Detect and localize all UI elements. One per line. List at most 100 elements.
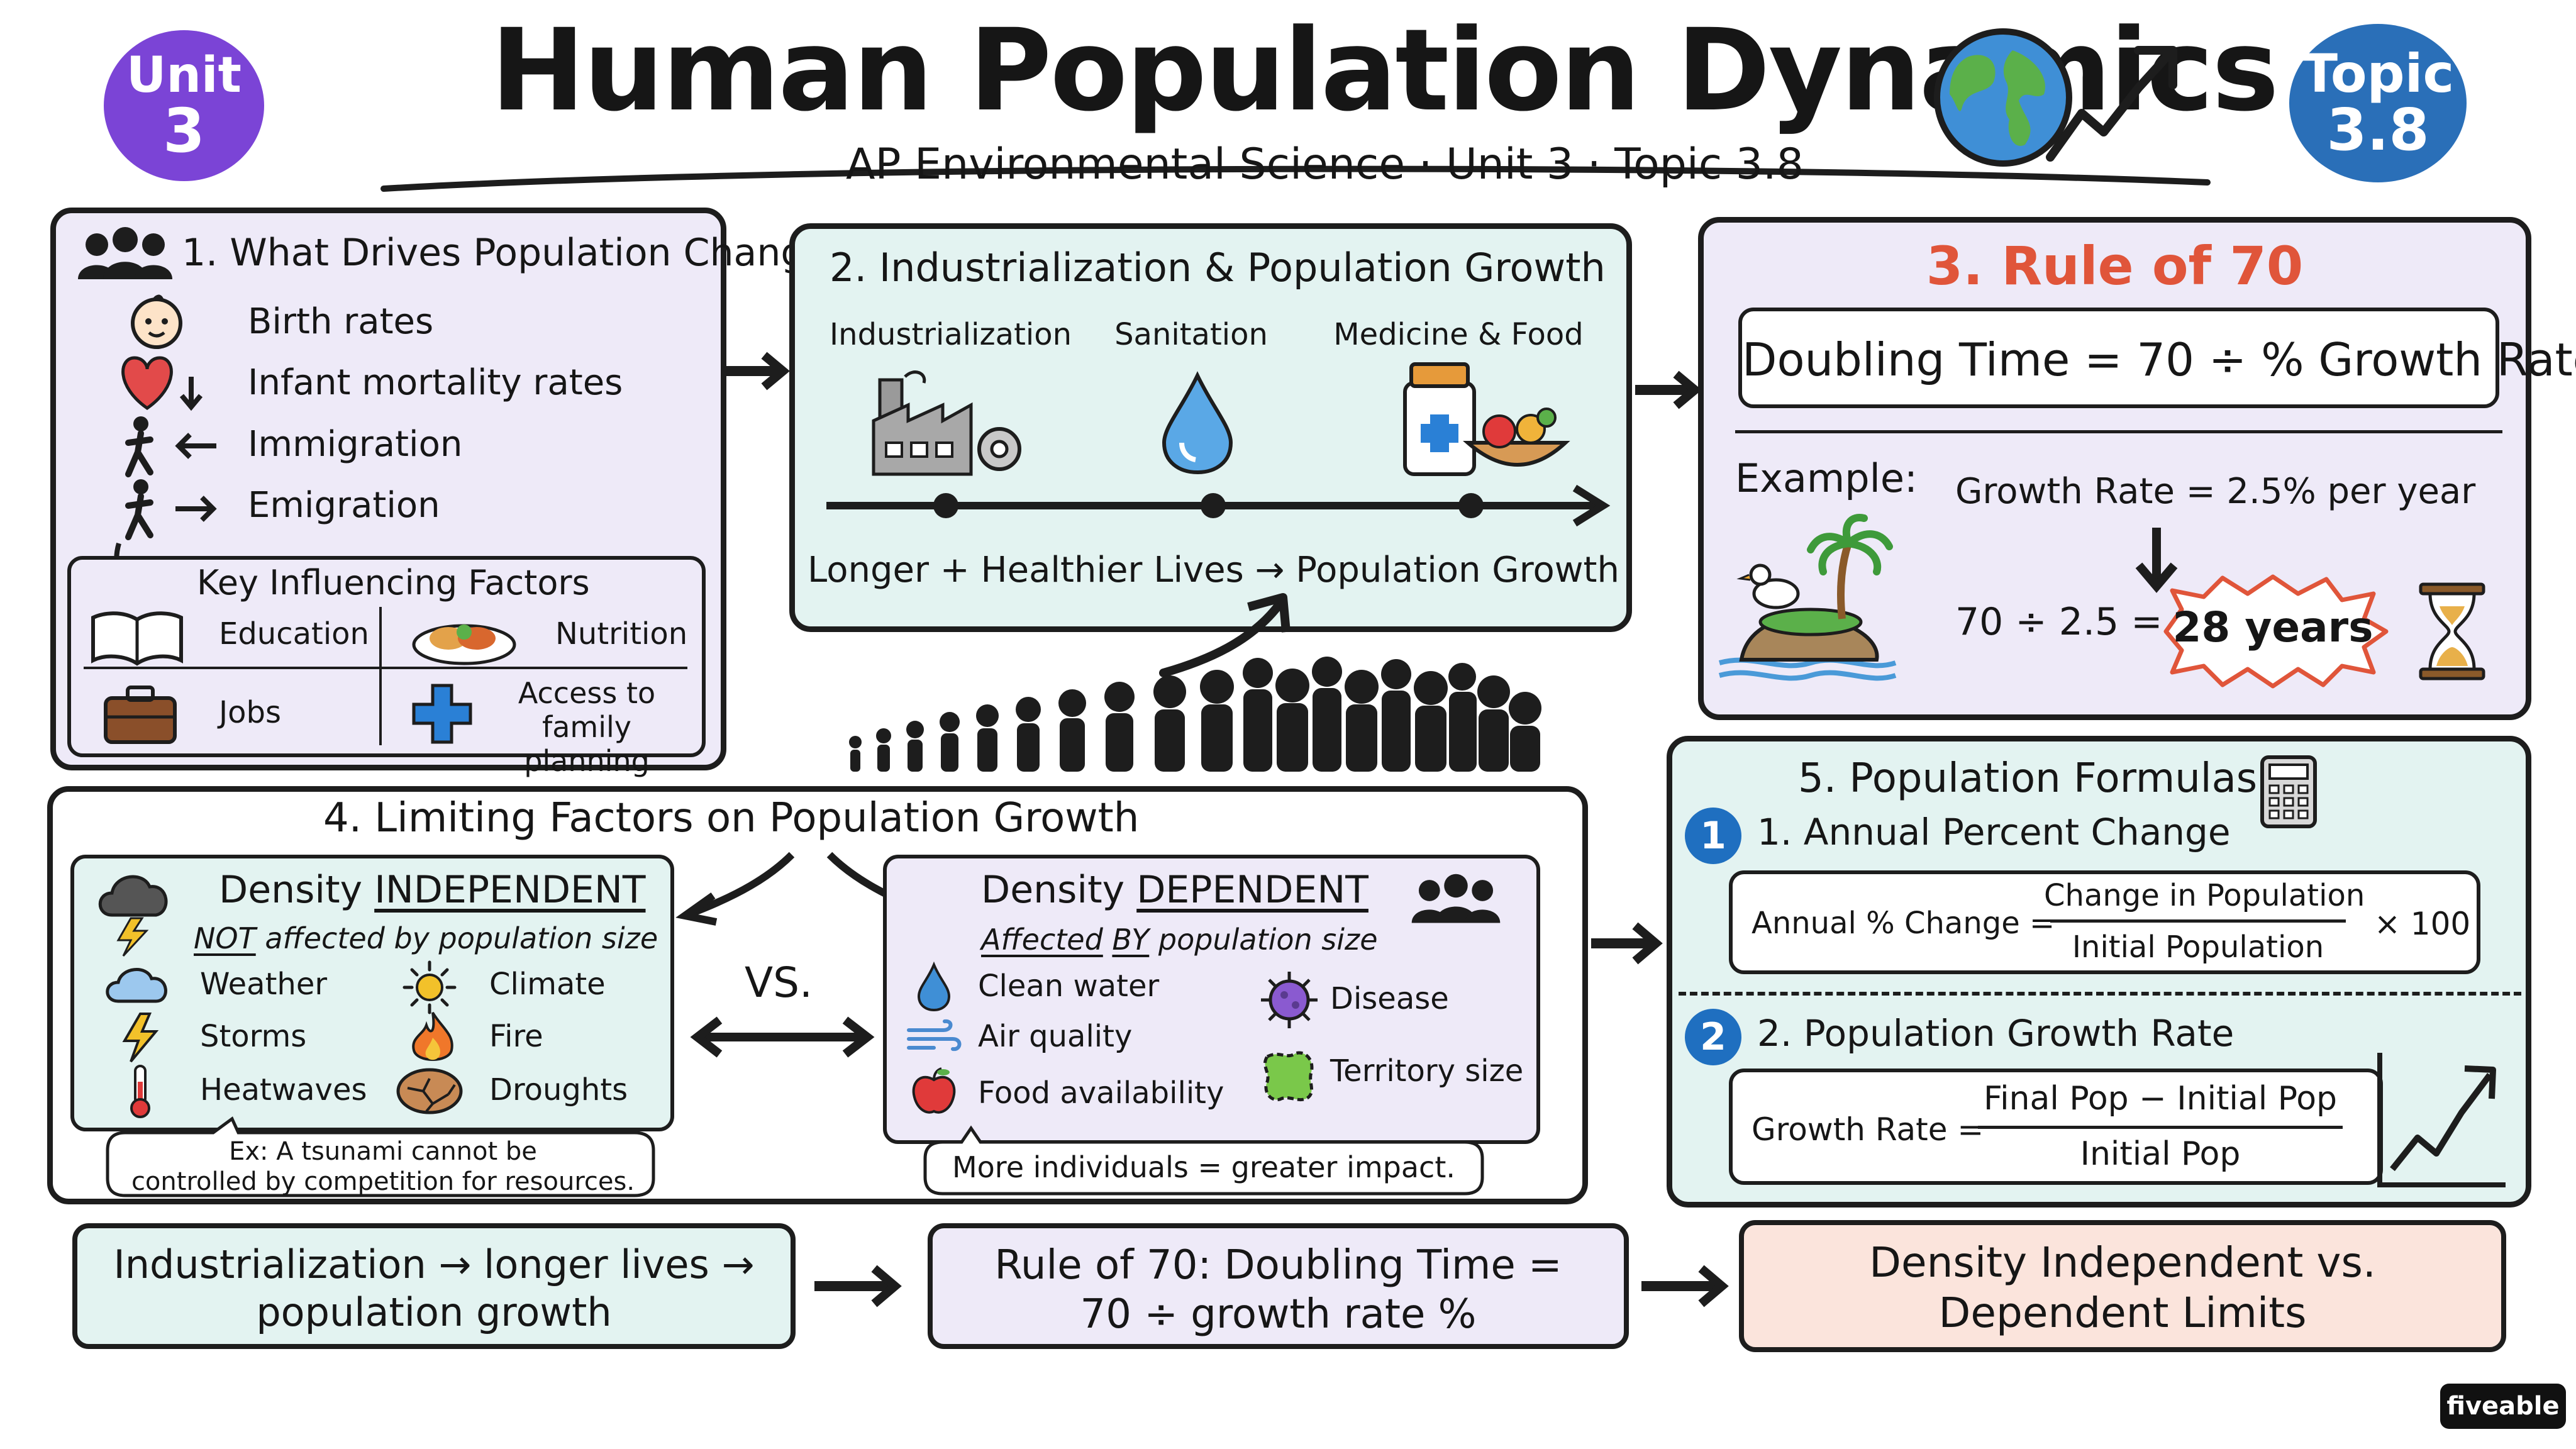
clean-water-item: Clean water (978, 969, 1160, 1004)
territory-size-item: Territory size (1330, 1053, 1524, 1089)
factors-divider-v (379, 607, 382, 745)
timeline-arrow (826, 484, 1611, 527)
arrow-down-icon (2135, 528, 2178, 593)
formula-2-box: Growth Rate = Final Pop − Initial Pop In… (1729, 1069, 2383, 1185)
arrow-s1-s2 (726, 352, 790, 391)
independent-sub-rest: affected by population size (255, 921, 658, 955)
dependent-note-bubble (923, 1125, 1484, 1196)
key-factors-box: Key Influencing Factors Education Nutrit… (67, 556, 706, 778)
weather-item: Weather (200, 967, 328, 1002)
climate-item: Climate (489, 967, 606, 1002)
formula-1-title: 1. Annual Percent Change (1757, 811, 2231, 853)
dependent-sub-rest: population size (1149, 923, 1378, 957)
growth-chart-icon (2377, 1053, 2506, 1187)
arrow-summary-1-2 (814, 1265, 902, 1307)
summary-industrialization: Industrialization → longer lives → popul… (72, 1223, 796, 1349)
driver-infant-mortality: Infant mortality rates (248, 362, 623, 403)
emigration-icon (125, 479, 217, 540)
factor-nutrition: Nutrition (555, 616, 688, 652)
section3-title: 3. Rule of 70 (1926, 235, 2304, 297)
formula-1-box: Annual % Change = Change in Population I… (1729, 870, 2480, 974)
trend-up-icon (2046, 46, 2177, 162)
key-factors-title: Key Influencing Factors (197, 563, 590, 602)
apple-icon (912, 1067, 956, 1114)
dependent-sub-emph2: BY (1112, 923, 1150, 957)
density-dependent-box: Density DEPENDENT Affected BY population… (883, 855, 1540, 1144)
formula-2-number: 2 (1685, 1009, 1741, 1065)
droughts-item: Droughts (489, 1072, 628, 1108)
formula-1-numerator: Change in Population (2044, 878, 2365, 913)
stage-industrialization: Industrialization (830, 317, 1072, 352)
dependent-title: Density DEPENDENT (981, 868, 1368, 912)
heatwaves-item: Heatwaves (200, 1072, 367, 1108)
fiveable-logo-text: fiveable (2446, 1392, 2560, 1421)
arrow-summary-2-3 (1641, 1265, 1729, 1307)
independent-title-emph: INDEPENDENT (374, 868, 646, 912)
dependent-title-prefix: Density (981, 868, 1137, 912)
medicine-fruit-icon (1403, 362, 1570, 476)
briefcase-icon (104, 686, 177, 744)
formula-dashed-divider (1679, 992, 2521, 996)
heart-down-icon (121, 356, 203, 411)
summary-2-text: Rule of 70: Doubling Time = 70 ÷ growth … (994, 1242, 1562, 1338)
formula-2-numerator: Final Pop − Initial Pop (1983, 1080, 2338, 1118)
topic-badge: Topic 3.8 (2289, 24, 2467, 182)
growing-crowd-icon (849, 657, 1541, 772)
dependent-subtitle: Affected BY population size (981, 923, 1378, 957)
formula-2-lhs: Growth Rate = (1752, 1111, 1984, 1148)
independent-title: Density INDEPENDENT (219, 868, 646, 912)
dependent-note: More individuals = greater impact. (952, 1150, 1456, 1184)
independent-note: Ex: A tsunami cannot be controlled by co… (131, 1137, 635, 1196)
cloud-icon (106, 968, 167, 1003)
calculator-icon (2260, 755, 2317, 828)
rule70-formula: Doubling Time = 70 ÷ % Growth Rate (1742, 333, 2576, 386)
water-drop-small-icon (917, 961, 951, 1012)
vs-label: VS. (745, 958, 813, 1007)
section4-title: 4. Limiting Factors on Population Growth (323, 795, 1140, 841)
section-population-change: 1. What Drives Population Change? Birth … (50, 208, 848, 778)
summary-1-text: Industrialization → longer lives → popul… (113, 1241, 755, 1335)
rule70-calc: 70 ÷ 2.5 = (1955, 600, 2163, 644)
baby-icon (131, 294, 182, 349)
formula-1-number: 1 (1685, 808, 1741, 864)
driver-immigration: Immigration (248, 424, 463, 465)
arrow-s4-s5 (1591, 922, 1663, 965)
independent-title-prefix: Density (219, 868, 375, 912)
territory-icon (1263, 1051, 1314, 1102)
island-icon (1718, 514, 1897, 681)
unit-badge-number: 3 (163, 96, 205, 166)
formula-2-denominator: Initial Pop (2080, 1135, 2241, 1173)
medical-cross-icon (412, 684, 472, 744)
dependent-title-emph: DEPENDENT (1136, 868, 1368, 912)
rule70-divider (1735, 430, 2502, 433)
page-subtitle: AP Environmental Science · Unit 3 · Topi… (846, 140, 1804, 189)
dependent-sub-emph1: Affected (981, 923, 1103, 957)
factors-divider-h (84, 667, 687, 669)
title-underline (380, 165, 2211, 192)
double-arrow (690, 1016, 875, 1058)
factory-icon (872, 370, 1021, 476)
unit-badge-label: Unit (126, 47, 242, 104)
cracked-earth-icon (396, 1068, 463, 1114)
factor-education: Education (219, 616, 369, 652)
storm-cloud-icon (98, 875, 168, 957)
stage-medicine-food: Medicine & Food (1333, 317, 1584, 352)
lightning-icon (122, 1013, 159, 1063)
driver-birth-rates: Birth rates (248, 301, 434, 342)
fire-icon (412, 1011, 453, 1061)
air-quality-item: Air quality (978, 1019, 1133, 1054)
factor-family-planning: Access to family planning (518, 676, 656, 778)
formula-1-multiplier: × 100 (2374, 906, 2471, 942)
unit-badge: Unit 3 (104, 30, 264, 181)
formula-1-lhs: Annual % Change = (1752, 906, 2055, 941)
people-group-icon-2 (1411, 874, 1501, 923)
independent-sub-emph: NOT (194, 921, 256, 955)
arrow-crowd-s2 (1159, 593, 1291, 677)
rule70-formula-box: Doubling Time = 70 ÷ % Growth Rate (1738, 308, 2576, 408)
arrow-s2-s3 (1635, 370, 1702, 409)
fiveable-logo: fiveable (2440, 1384, 2566, 1429)
topic-badge-number: 3.8 (2326, 96, 2429, 164)
sun-icon (402, 960, 457, 1014)
food-plate-icon (412, 624, 516, 665)
thermometer-icon (130, 1065, 150, 1118)
